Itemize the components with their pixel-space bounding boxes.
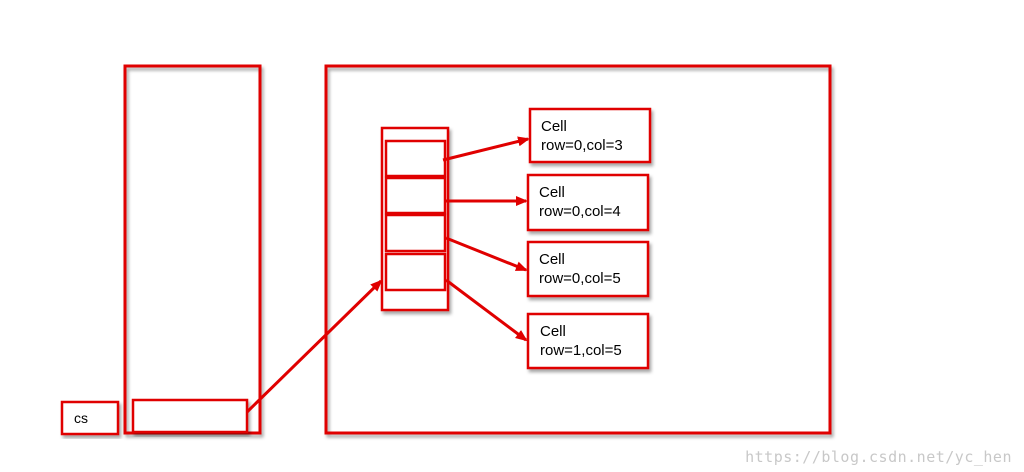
- cs-box: [60, 400, 120, 436]
- cs-reference-slot: [131, 398, 249, 434]
- cell-box: [526, 173, 650, 232]
- cell-coords: row=0,col=3: [541, 137, 623, 154]
- cell-box: [526, 312, 650, 370]
- reference-arrow: [245, 279, 383, 414]
- cell-label: Cell row=0,col=4: [539, 183, 621, 221]
- cell-title: Cell: [541, 118, 567, 135]
- cell-box: [528, 107, 652, 164]
- watermark: https://blog.csdn.net/yc_hen: [745, 448, 1012, 466]
- cell-label: Cell row=0,col=3: [541, 117, 623, 155]
- cell-arrow: [445, 236, 528, 272]
- array-slot: [384, 176, 447, 215]
- left-container: [123, 64, 262, 435]
- cell-title: Cell: [539, 251, 565, 268]
- array-slot: [384, 139, 447, 178]
- cell-coords: row=0,col=4: [539, 203, 621, 220]
- cell-coords: row=0,col=5: [539, 270, 621, 287]
- cell-title: Cell: [539, 184, 565, 201]
- array-slot: [384, 252, 447, 292]
- cell-arrow: [442, 136, 530, 162]
- cell-title: Cell: [540, 323, 566, 340]
- cell-box: [526, 240, 650, 298]
- cell-label: Cell row=0,col=5: [539, 250, 621, 288]
- cell-label: Cell row=1,col=5: [540, 322, 622, 360]
- cell-arrow: [445, 278, 528, 342]
- cell-coords: row=1,col=5: [540, 342, 622, 359]
- array-slot: [384, 213, 447, 253]
- heap-container: [324, 64, 832, 435]
- cs-label: cs: [74, 410, 88, 426]
